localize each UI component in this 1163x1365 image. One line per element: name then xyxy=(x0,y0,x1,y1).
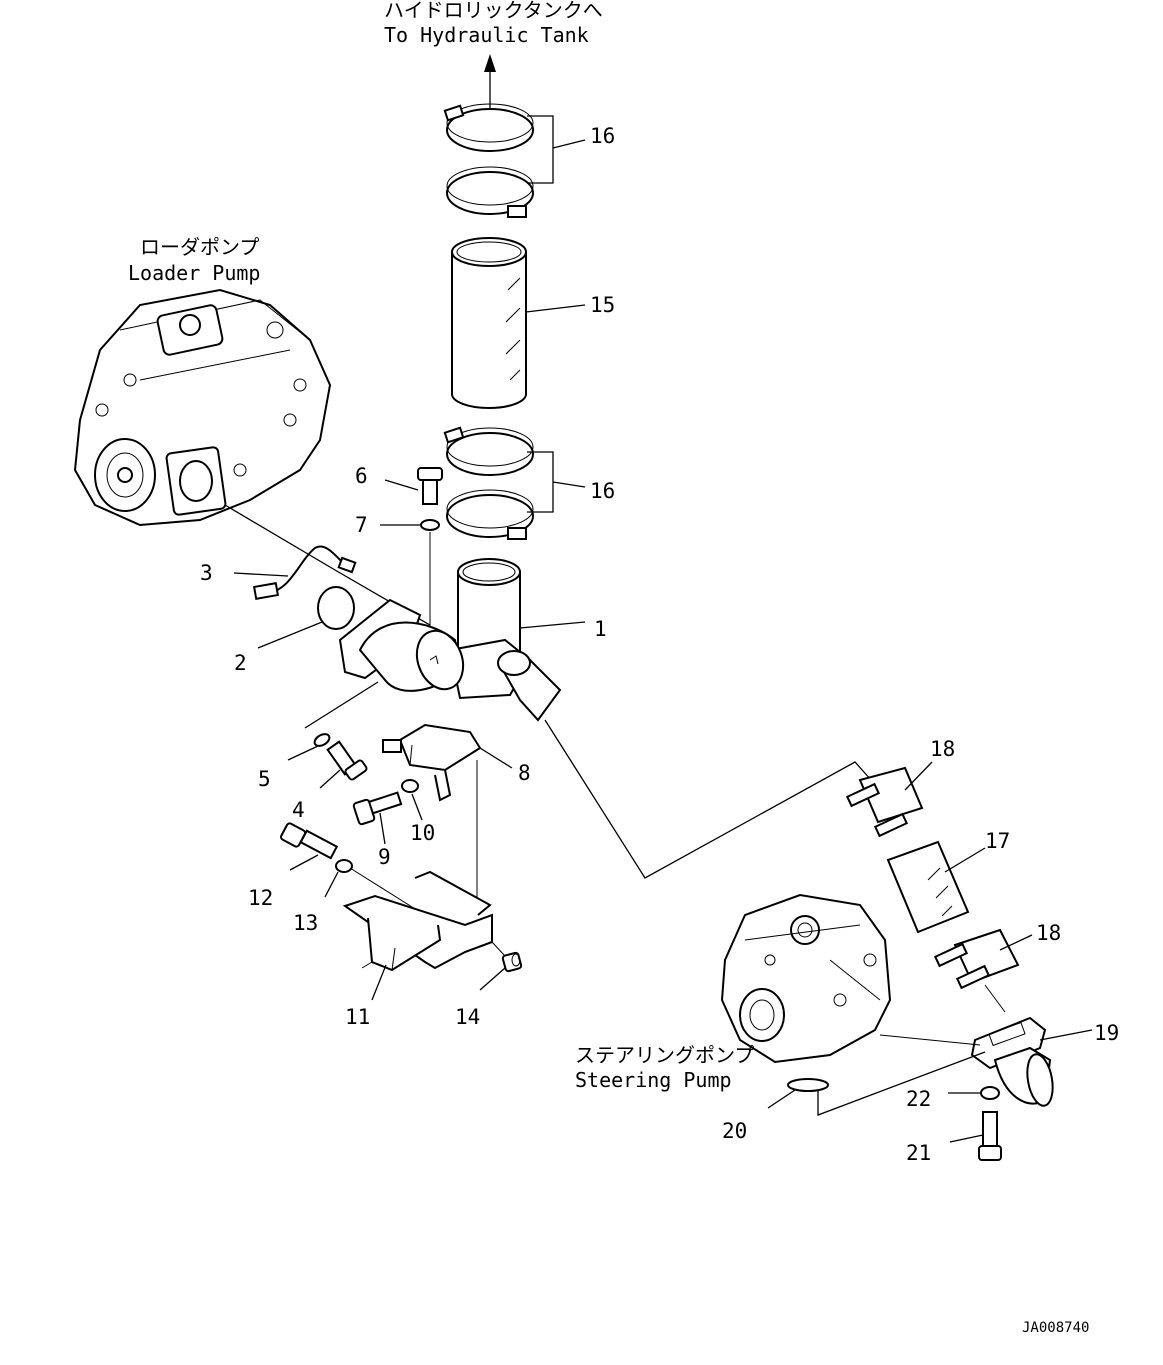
callout-14: 14 xyxy=(455,1005,480,1029)
callout-1: 1 xyxy=(594,617,607,641)
steering-pump-label-en: Steering Pump xyxy=(575,1068,732,1092)
hose-clamp-upper-2 xyxy=(446,166,534,218)
leader-16-upper-bracket xyxy=(527,115,554,184)
leader-19 xyxy=(1039,1029,1093,1041)
assembly-line-pump xyxy=(879,1034,981,1046)
assembly-line-clamp18 xyxy=(984,984,1006,1013)
leader-5 xyxy=(287,745,319,761)
leader-16-lower xyxy=(552,481,586,488)
bolt-21 xyxy=(978,1111,1002,1161)
assembly-line-nut xyxy=(491,941,506,957)
assembly-line-oring20 xyxy=(817,1051,986,1116)
loader-pump-label-jp: ローダポンプ xyxy=(140,235,259,259)
callout-6: 6 xyxy=(355,464,368,488)
leader-1 xyxy=(519,621,586,629)
bracket-8 xyxy=(382,723,482,802)
leader-6 xyxy=(384,479,419,491)
leader-11 xyxy=(371,964,387,1001)
steering-pump-label-jp: ステアリングポンプ xyxy=(575,1043,754,1067)
leader-18-upper xyxy=(904,761,933,791)
leader-13 xyxy=(324,871,339,898)
loader-pump-label-en: Loader Pump xyxy=(128,261,260,285)
callout-9: 9 xyxy=(378,845,391,869)
callout-3: 3 xyxy=(200,561,213,585)
assembly-line-bolt12 xyxy=(349,867,421,913)
hose-clamp-steering-lower xyxy=(933,928,1020,990)
leader-16-upper xyxy=(552,139,586,149)
tank-label-jp: ハイドロリックタンクへ xyxy=(384,0,603,22)
callout-11: 11 xyxy=(345,1005,370,1029)
leader-2 xyxy=(257,621,323,649)
leader-8 xyxy=(479,747,513,769)
tank-label-en: To Hydraulic Tank xyxy=(384,23,589,47)
bolt-12 xyxy=(280,822,339,860)
steering-hose xyxy=(886,840,970,934)
sensor-harness xyxy=(252,545,357,600)
bolt-4 xyxy=(326,740,368,781)
hose-clamp-lower-1 xyxy=(443,426,534,476)
callout-18-upper: 18 xyxy=(930,737,955,761)
bracket-11 xyxy=(342,870,493,972)
callout-13: 13 xyxy=(293,911,318,935)
callout-19: 19 xyxy=(1094,1021,1119,1045)
leader-9 xyxy=(379,812,386,845)
leader-20 xyxy=(767,1089,796,1109)
leader-14 xyxy=(479,967,506,991)
callout-16-lower: 16 xyxy=(590,479,615,503)
leader-15 xyxy=(525,304,586,313)
suction-tube xyxy=(448,558,562,722)
callout-7: 7 xyxy=(355,513,368,537)
suction-elbow xyxy=(338,598,465,692)
callout-18-lower: 18 xyxy=(1036,921,1061,945)
callout-8: 8 xyxy=(518,761,531,785)
washer-5 xyxy=(313,733,331,747)
callout-15: 15 xyxy=(590,293,615,317)
callout-21: 21 xyxy=(906,1141,931,1165)
leader-3 xyxy=(233,572,289,577)
assembly-line-elbow xyxy=(304,681,379,729)
callout-10: 10 xyxy=(410,821,435,845)
steering-pump xyxy=(720,893,892,1064)
hydraulic-hose xyxy=(451,237,527,409)
callout-4: 4 xyxy=(292,798,305,822)
callout-16-upper: 16 xyxy=(590,124,615,148)
callout-12: 12 xyxy=(248,886,273,910)
assembly-line-steering xyxy=(544,719,881,879)
drawing-code: JA008740 xyxy=(1022,1320,1089,1336)
steering-elbow xyxy=(970,1016,1054,1107)
callout-20: 20 xyxy=(722,1119,747,1143)
flow-arrow-up-icon xyxy=(484,54,496,110)
leader-12 xyxy=(289,854,319,871)
loader-pump xyxy=(73,288,332,527)
leader-10 xyxy=(411,793,423,821)
leader-4 xyxy=(319,769,341,789)
leader-18-lower xyxy=(999,934,1033,951)
callout-5: 5 xyxy=(258,767,271,791)
hose-clamp-upper-1 xyxy=(443,103,534,152)
washer-10 xyxy=(401,779,419,793)
leader-21 xyxy=(949,1134,984,1143)
callout-22: 22 xyxy=(906,1087,931,1111)
nut-14 xyxy=(501,951,523,973)
callout-17: 17 xyxy=(985,829,1010,853)
hose-clamp-lower-2 xyxy=(446,489,534,540)
o-ring-20 xyxy=(787,1078,829,1092)
washer-7 xyxy=(420,519,440,531)
washer-13 xyxy=(335,859,353,873)
hose-clamp-steering-upper xyxy=(845,766,924,838)
bolt-9 xyxy=(352,791,403,826)
leader-17 xyxy=(944,847,986,873)
washer-22 xyxy=(980,1086,1000,1100)
bolt-6 xyxy=(417,467,443,505)
o-ring xyxy=(317,586,355,630)
callout-2: 2 xyxy=(234,651,247,675)
